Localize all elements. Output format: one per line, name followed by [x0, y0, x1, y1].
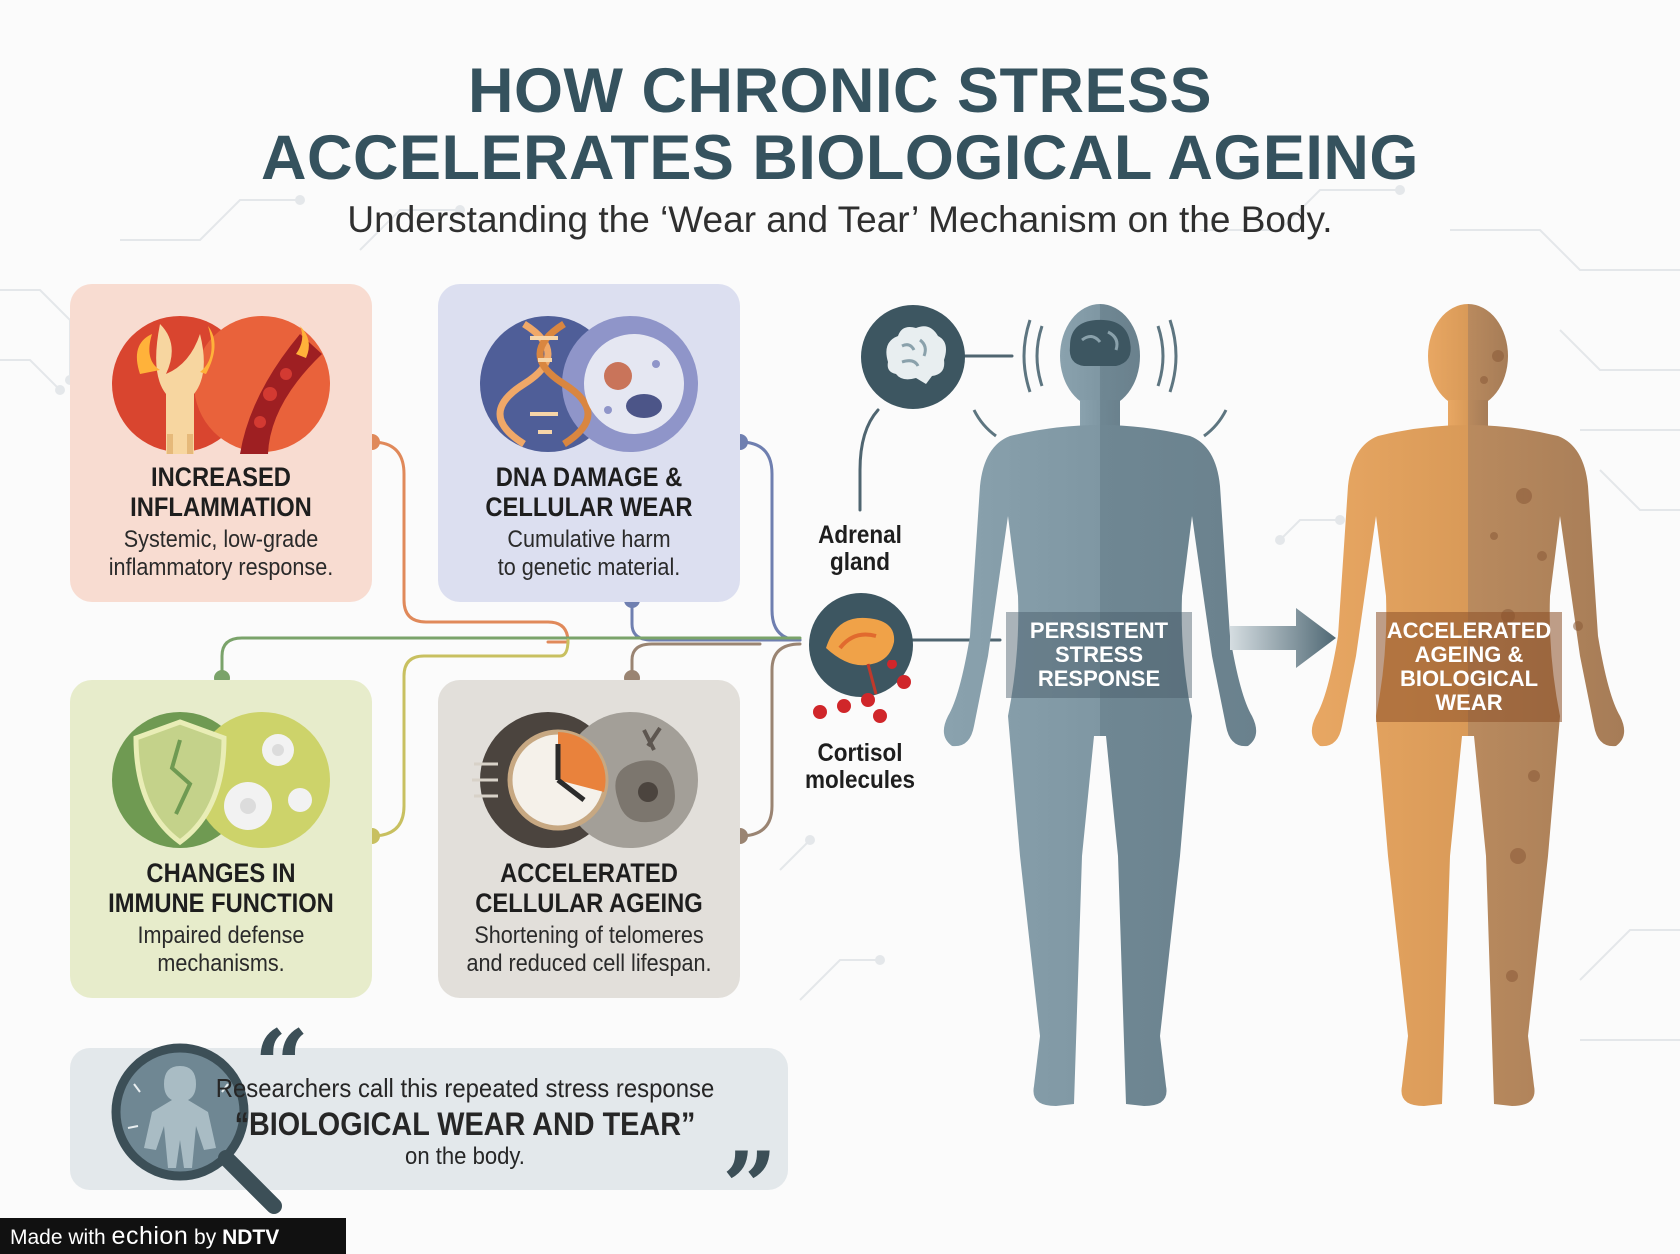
dna-cell-icon — [480, 316, 698, 452]
close-quote-mark: ” — [722, 1131, 778, 1244]
page-subtitle: Understanding the ‘Wear and Tear’ Mechan… — [347, 199, 1333, 240]
cortisol-label-line2: molecules — [804, 766, 916, 794]
watermark-brand: echion — [111, 1222, 189, 1250]
clock-cell-icon — [472, 712, 698, 848]
adrenal-label-line2: gland — [829, 548, 890, 576]
title-line-1: HOW CHRONIC STRESS — [467, 56, 1213, 126]
quote-text: Researchers call this repeated stress re… — [150, 1072, 780, 1172]
adrenal-gland-label: Adrenal gland — [797, 522, 923, 576]
card-accelerated-cellular-ageing: ACCELERATED CELLULAR AGEING Shortening o… — [438, 680, 740, 998]
card-title-inflammation: INCREASED INFLAMMATION — [130, 462, 312, 522]
inflamed-joint-icon — [112, 316, 330, 454]
persistent-stress-response-label: PERSISTENT STRESS RESPONSE — [1006, 612, 1192, 698]
cortisol-molecules-icon — [813, 660, 911, 723]
watermark-banner: Made with echion by NDTV — [0, 1218, 346, 1254]
adrenal-gland-icon — [809, 593, 913, 697]
page-title: HOW CHRONIC STRESS ACCELERATES BIOLOGICA… — [0, 58, 1680, 192]
card-desc-ageing: Shortening of telomeres and reduced cell… — [466, 922, 712, 977]
magnifying-glass-icon — [111, 1043, 282, 1214]
quote-line-1: Researchers call this repeated stress re… — [215, 1073, 715, 1103]
watermark-prefix: Made with — [10, 1226, 112, 1249]
card-dna-damage: DNA DAMAGE & CELLULAR WEAR Cumulative ha… — [438, 284, 740, 602]
watermark-publisher: NDTV — [222, 1226, 280, 1249]
quote-line-3: on the body. — [405, 1143, 525, 1170]
cortisol-molecules-label: Cortisol molecules — [797, 740, 923, 794]
quote-line-2: “BIOLOGICAL WEAR AND TEAR” — [234, 1106, 696, 1142]
cracked-shield-icon — [112, 712, 330, 848]
stressed-human-figure — [943, 304, 1257, 1106]
card-immune-function: CHANGES IN IMMUNE FUNCTION Impaired defe… — [70, 680, 372, 998]
aged-human-figure — [1311, 304, 1625, 1106]
cortisol-label-line1: Cortisol — [817, 739, 903, 767]
card-title-dna: DNA DAMAGE & CELLULAR WEAR — [485, 462, 693, 522]
accelerated-ageing-label: ACCELERATED AGEING & BIOLOGICAL WEAR — [1376, 612, 1562, 722]
card-title-ageing: ACCELERATED CELLULAR AGEING — [475, 858, 703, 918]
card-title-immune: CHANGES IN IMMUNE FUNCTION — [108, 858, 334, 918]
adrenal-label-line1: Adrenal — [818, 521, 902, 549]
title-line-2: ACCELERATES BIOLOGICAL AGEING — [261, 123, 1419, 193]
card-increased-inflammation: INCREASED INFLAMMATION Systemic, low-gra… — [70, 284, 372, 602]
watermark-middle: by — [188, 1226, 223, 1249]
card-desc-dna: Cumulative harm to genetic material. — [497, 526, 681, 581]
card-desc-inflammation: Systemic, low-grade inflammatory respons… — [108, 526, 334, 581]
arrow-right-icon — [1230, 608, 1336, 668]
card-desc-immune: Impaired defense mechanisms. — [137, 922, 305, 977]
brain-icon — [861, 305, 965, 409]
open-quote-mark: “ — [254, 1009, 310, 1122]
